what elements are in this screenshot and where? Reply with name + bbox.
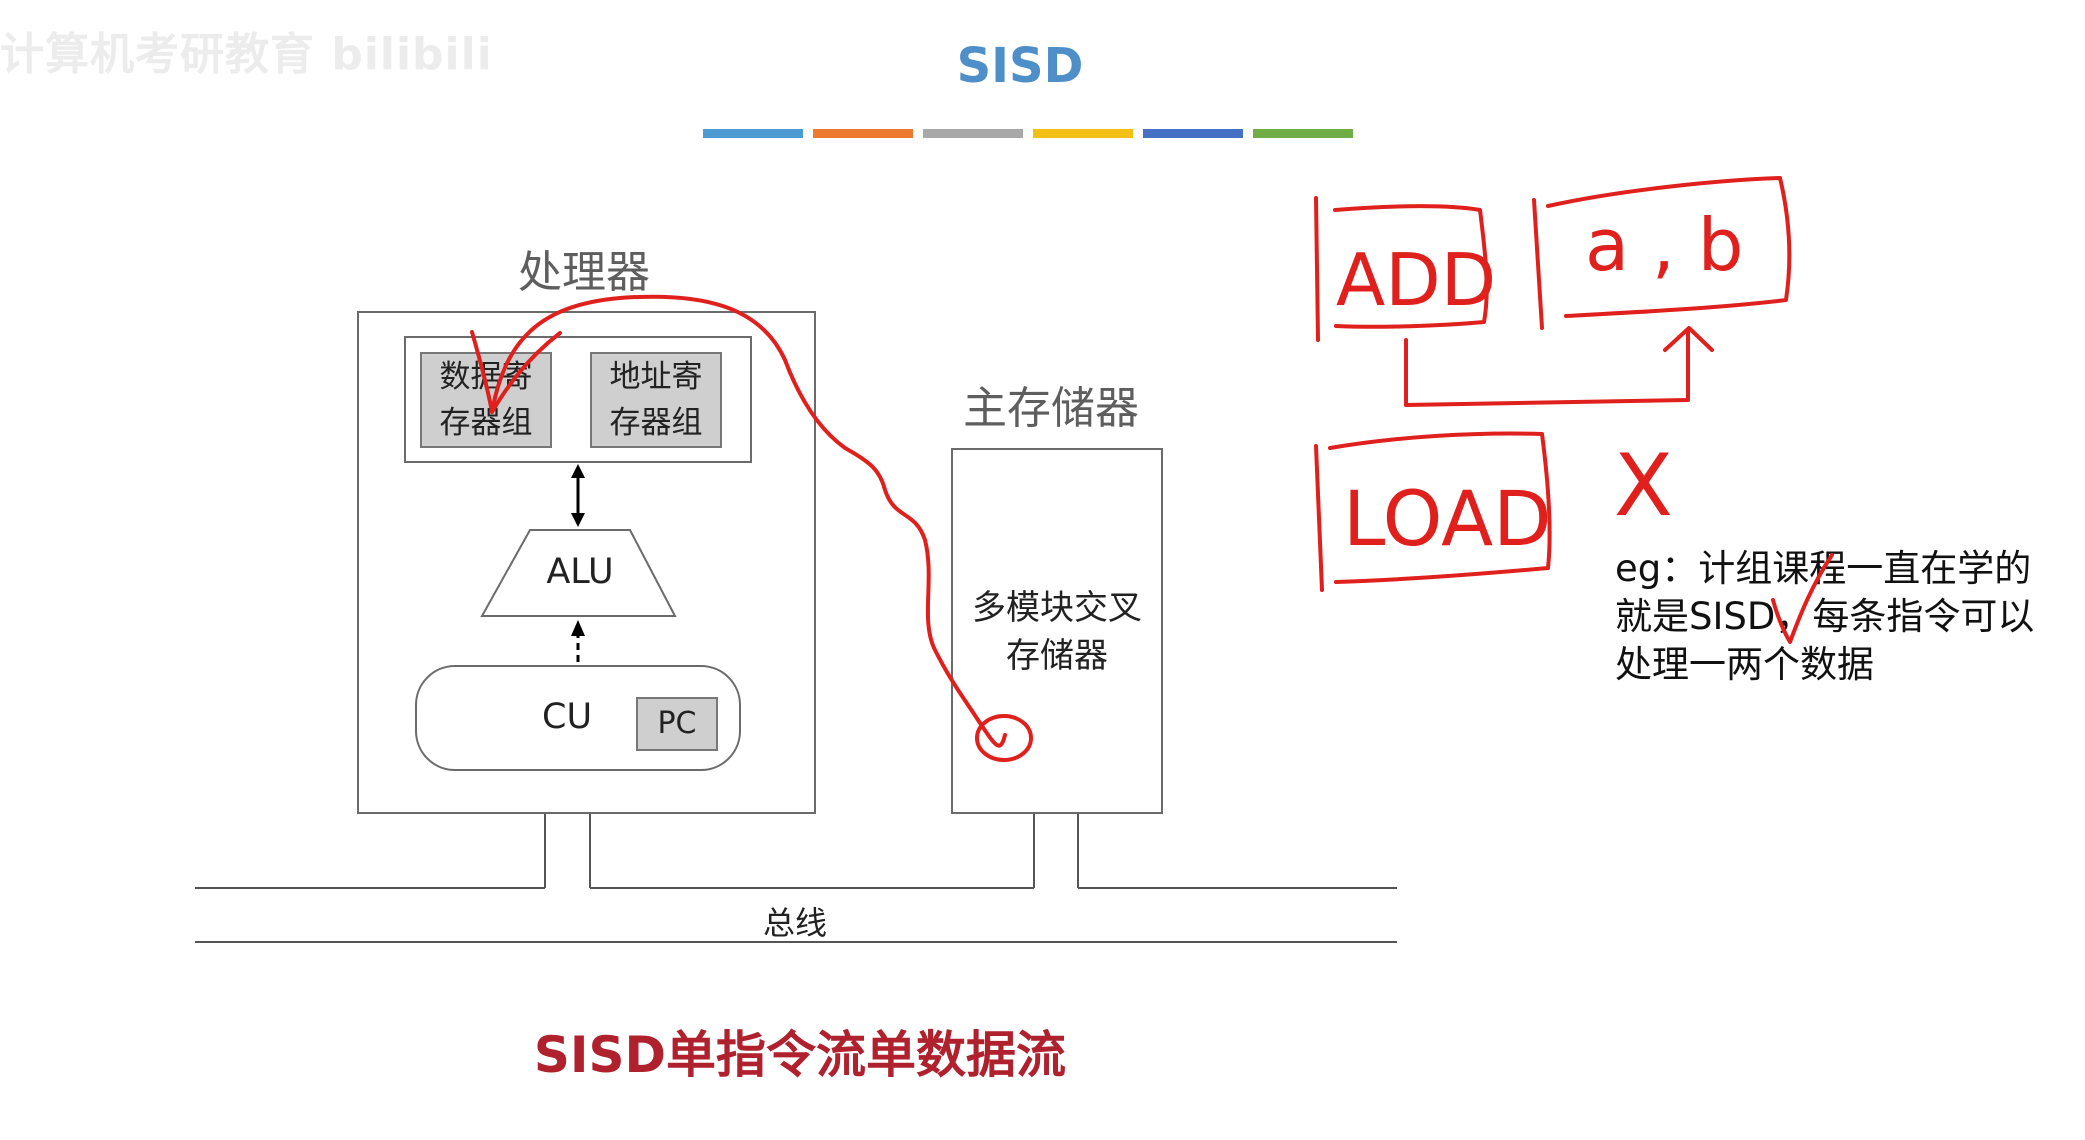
handwriting-load: LOAD [1343, 474, 1552, 563]
handwriting-add: ADD [1336, 238, 1496, 322]
load-box [1314, 431, 1552, 592]
connector-line [1404, 328, 1690, 407]
alu-trapezoid [480, 529, 677, 617]
example-note: eg：计组课程一直在学的 就是SISD，每条指令可以 处理一两个数据 [1615, 545, 2085, 689]
handwritten-words: ADD a , b LOAD X [1336, 203, 1743, 563]
slide-caption: SISD单指令流单数据流 [533, 1026, 1067, 1084]
address-register-line: 地址寄 [609, 359, 703, 395]
arrow-up-icon [571, 620, 585, 662]
bus-label: 总线 [763, 904, 828, 942]
memory-label: 主存储器 [963, 383, 1139, 434]
pc-register: PC [636, 697, 718, 751]
color-strip-segment [1143, 129, 1243, 138]
memory-box [951, 448, 1163, 814]
register-group-box [404, 336, 752, 463]
add-box [1314, 196, 1489, 342]
note-line: 就是SISD，每条指令可以 [1615, 595, 2035, 638]
note-line: 处理一两个数据 [1615, 643, 1874, 686]
color-strip-segment [923, 129, 1023, 138]
data-register-line: 存器组 [439, 405, 533, 441]
color-strip [703, 129, 1353, 138]
color-strip-segment [813, 129, 913, 138]
alu-label: ALU [546, 552, 614, 592]
cu-box [415, 665, 741, 771]
memory-module-line: 多模块交叉 [972, 588, 1142, 628]
bus-lines [195, 814, 1397, 943]
color-strip-segment [1253, 129, 1353, 138]
arrow-up-icon [1663, 326, 1714, 352]
memory-module-text: 多模块交叉 存储器 [951, 584, 1163, 680]
cu-label: CU [542, 697, 593, 737]
data-register-group: 数据寄 存器组 [420, 352, 552, 448]
handwriting-notes [1314, 176, 1834, 644]
double-arrow-icon [571, 464, 585, 527]
address-register-line: 存器组 [609, 405, 703, 441]
slide-title: SISD [956, 38, 1084, 94]
red-annotation-stroke [470, 294, 1033, 762]
processor-label: 处理器 [518, 247, 650, 298]
processor-box [357, 311, 816, 814]
address-register-group: 地址寄 存器组 [590, 352, 722, 448]
check-icon [1771, 553, 1834, 644]
handwriting-x: X [1614, 436, 1673, 536]
handwriting-operands: a , b [1585, 203, 1743, 287]
operand-box [1532, 176, 1792, 330]
memory-module-line: 存储器 [1006, 636, 1108, 676]
bilibili-watermark: 计算机考研教育 bilibili [0, 29, 493, 80]
color-strip-segment [703, 129, 803, 138]
color-strip-segment [1033, 129, 1133, 138]
